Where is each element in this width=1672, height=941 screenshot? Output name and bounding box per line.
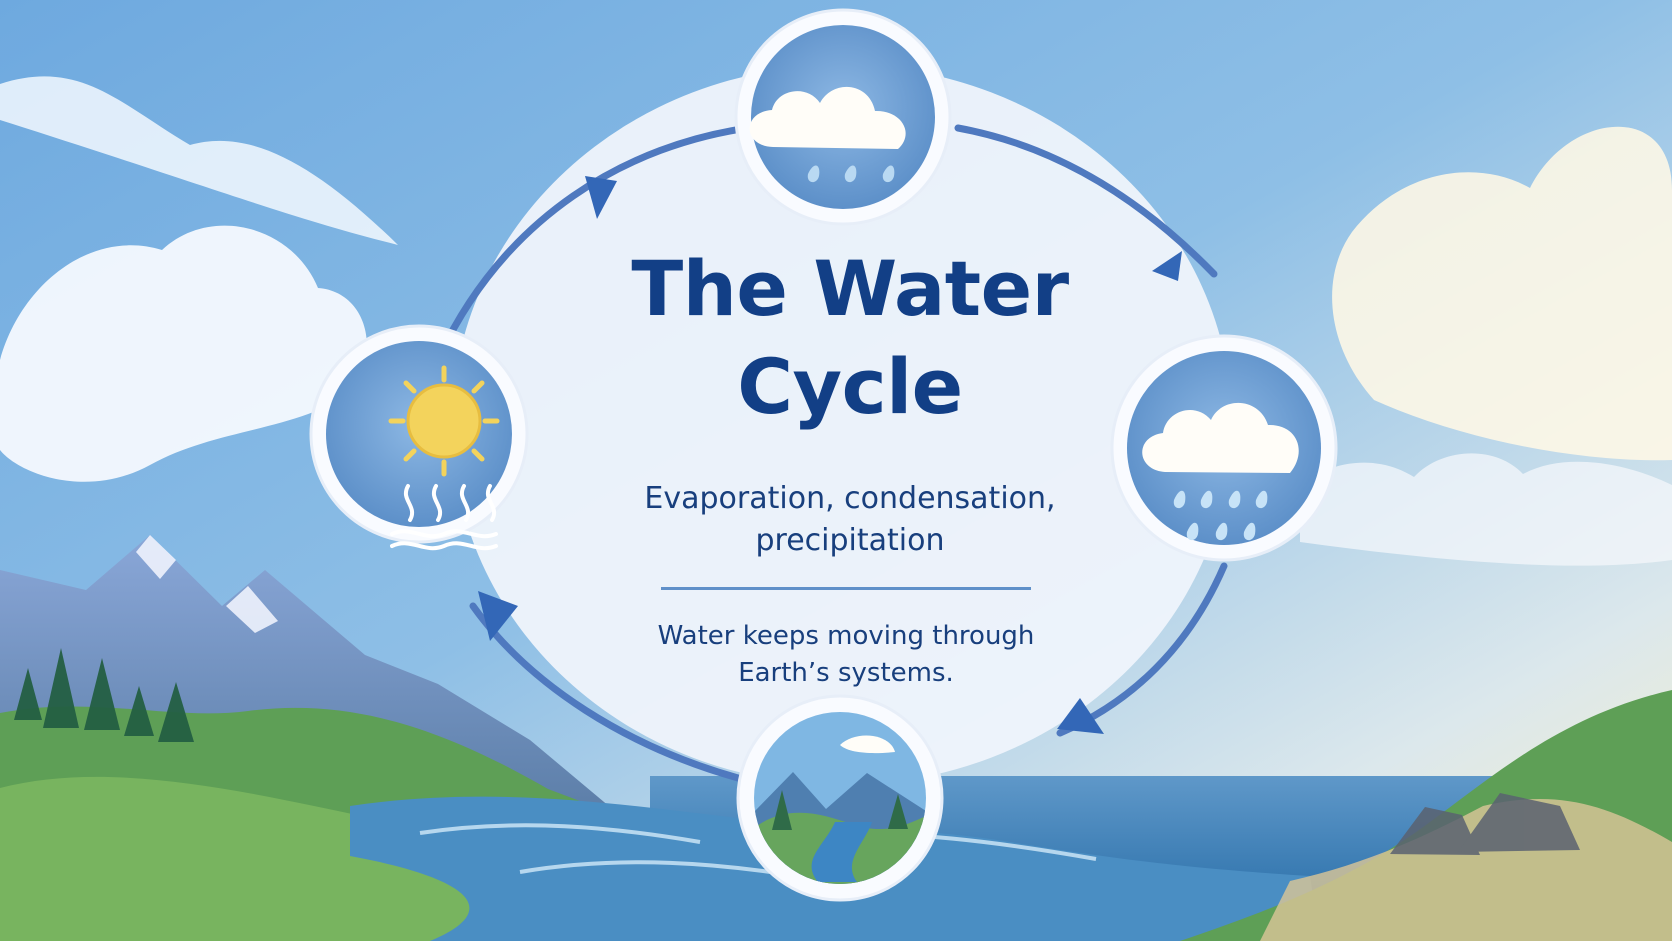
arrow-down-left-icon — [1057, 698, 1104, 734]
cloud-icon — [749, 86, 906, 183]
cycle-arc-upper-right — [954, 124, 1218, 278]
cycle-arc-lower-left — [469, 602, 742, 782]
horizon-cloud — [1300, 453, 1672, 566]
cycle-arc-upper-left — [436, 123, 759, 359]
rain-cloud-icon — [1142, 402, 1299, 541]
sun-evaporation-icon — [388, 365, 500, 551]
coastal-rocks — [1390, 793, 1580, 855]
central-panel — [452, 65, 1232, 785]
cumulus-cloud — [0, 225, 367, 482]
arrow-up-left-icon — [478, 591, 518, 641]
diagram-subtitle: Evaporation, condensation, precipitation — [644, 481, 1056, 558]
wispy-cloud — [0, 76, 398, 245]
snow-caps — [136, 535, 278, 633]
divider-line — [661, 587, 1031, 590]
diagram-title: The Water Cycle — [631, 244, 1069, 431]
river-landscape-icon — [754, 712, 926, 884]
forest — [14, 648, 194, 742]
sunlit-cloud-bank — [1332, 126, 1672, 461]
arrow-up-right-icon — [585, 176, 617, 219]
diagram-tagline: Water keeps moving through Earth’s syste… — [657, 621, 1035, 688]
arrow-down-right-icon — [1152, 251, 1182, 281]
